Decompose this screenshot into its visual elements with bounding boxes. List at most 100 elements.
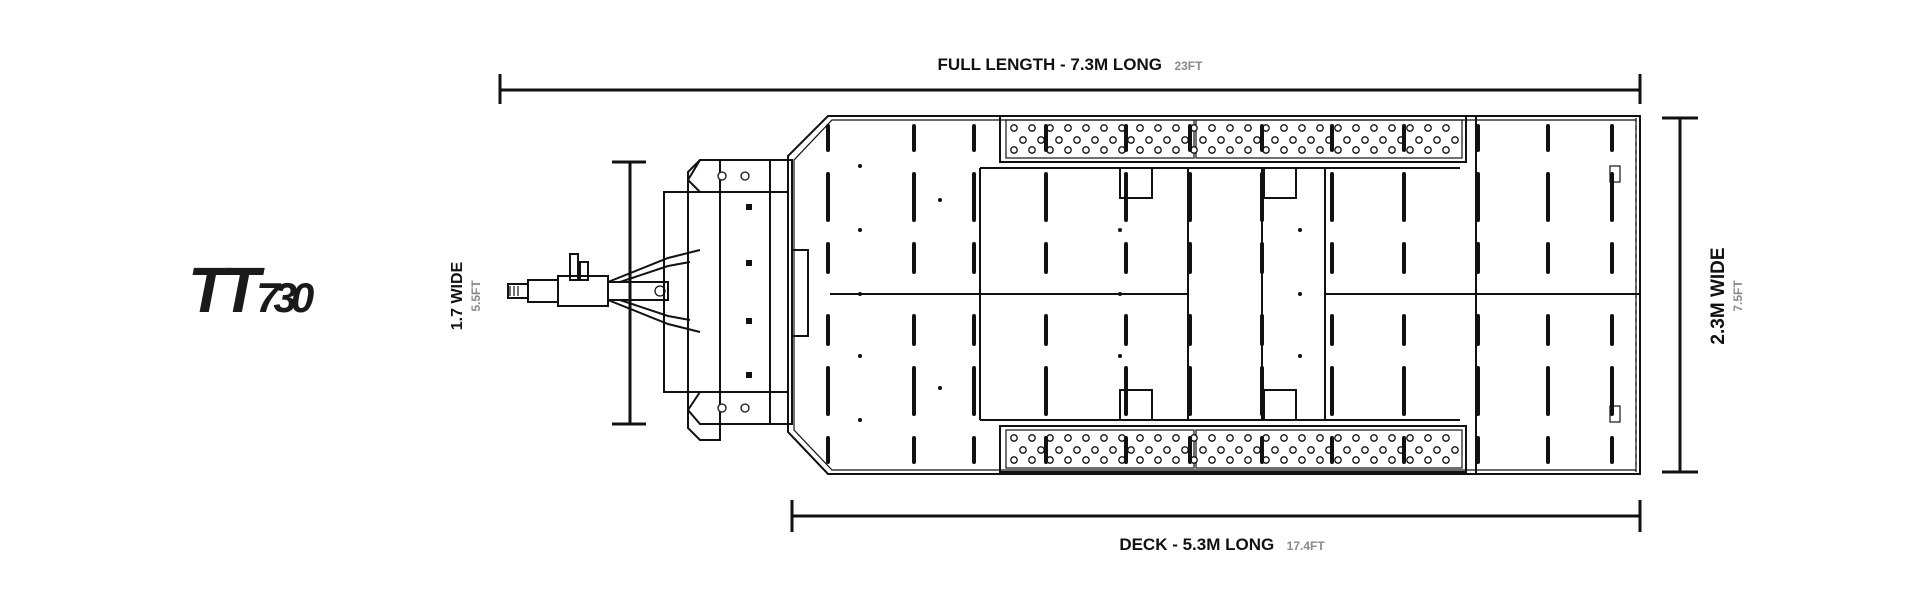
ramp-hole	[1361, 446, 1369, 454]
ramp-hole	[1028, 146, 1036, 154]
ramp-hole	[1316, 124, 1324, 132]
ramp-hole	[1109, 136, 1117, 144]
lower-ramp	[999, 425, 1467, 473]
deck-rivet	[1298, 354, 1302, 358]
ramp-hole	[1379, 446, 1387, 454]
deck-length-dimension: DECK - 5.3M LONG 17.4FT	[790, 500, 1642, 554]
ramp-hole	[1208, 456, 1216, 464]
ramp-hole	[1181, 446, 1189, 454]
ramp-hole	[1208, 124, 1216, 132]
svg-text:7.5FT: 7.5FT	[1731, 280, 1745, 312]
deck-rivet	[858, 228, 862, 232]
svg-text:2.3M WIDE: 2.3M WIDE	[1708, 247, 1729, 344]
ramp-hole	[1136, 146, 1144, 154]
ramp-hole	[1235, 136, 1243, 144]
ramp-hole	[1451, 446, 1459, 454]
ramp-hole	[1172, 124, 1180, 132]
svg-text:FULL LENGTH - 7.3M LONG: FULL LENGTH - 7.3M LONG 23FT	[938, 55, 1204, 74]
drawbar-width-label: 1.7 WIDE	[449, 261, 466, 330]
ramp-hole	[1334, 434, 1342, 442]
ramp-hole	[1442, 146, 1450, 154]
ramp-hole	[1082, 124, 1090, 132]
ramp-hole	[1298, 434, 1306, 442]
full-length-sub: 23FT	[1174, 59, 1203, 73]
ramp-hole	[1433, 136, 1441, 144]
ramp-hole	[1154, 456, 1162, 464]
ramp-hole	[1010, 146, 1018, 154]
ramp-hole	[1010, 434, 1018, 442]
ramp-hole	[1082, 456, 1090, 464]
ramp-hole	[1388, 456, 1396, 464]
ramp-hole	[1073, 136, 1081, 144]
ramp-hole	[1217, 446, 1225, 454]
ramp-hole	[1091, 136, 1099, 144]
overall-width-label: 2.3M WIDE	[1708, 247, 1729, 344]
ramp-hole	[1280, 124, 1288, 132]
ramp-hole	[1064, 146, 1072, 154]
ramp-hole	[1244, 124, 1252, 132]
full-length-dimension: FULL LENGTH - 7.3M LONG 23FT	[498, 55, 1642, 104]
model-prefix: TT	[188, 254, 265, 326]
ramp-hole	[1109, 446, 1117, 454]
ramp-hole	[1424, 434, 1432, 442]
ramp-hole	[1163, 446, 1171, 454]
ramp-hole	[1298, 146, 1306, 154]
ramp-hole	[1298, 456, 1306, 464]
ramp-hole	[1334, 124, 1342, 132]
ramp-hole	[1415, 136, 1423, 144]
ramp-hole	[1406, 434, 1414, 442]
deck-rivet	[938, 386, 942, 390]
ramp-hole	[1145, 136, 1153, 144]
ramp-hole	[1406, 124, 1414, 132]
ramp-hole	[1010, 124, 1018, 132]
ramp-hole	[1388, 124, 1396, 132]
ramp-hole	[1217, 136, 1225, 144]
ramp-hole	[1334, 456, 1342, 464]
ramp-hole	[1100, 456, 1108, 464]
ramp-hole	[1271, 136, 1279, 144]
deck-rivet	[1118, 228, 1122, 232]
ramp-hole	[1136, 456, 1144, 464]
ramp-hole	[1208, 146, 1216, 154]
deck-rivet	[938, 198, 942, 202]
ramp-hole	[1280, 456, 1288, 464]
ramp-hole	[1352, 434, 1360, 442]
ramp-hole	[1163, 136, 1171, 144]
ramp-hole	[1343, 446, 1351, 454]
ramp-hole	[1019, 136, 1027, 144]
ramp-hole	[1073, 446, 1081, 454]
ramp-hole	[1172, 456, 1180, 464]
ramp-hole	[1370, 146, 1378, 154]
svg-text:5.5FT: 5.5FT	[469, 280, 483, 312]
deck-rivet	[858, 292, 862, 296]
ramp-hole	[1091, 446, 1099, 454]
ramp-hole	[1136, 434, 1144, 442]
ramp-hole	[1028, 434, 1036, 442]
svg-text:TT730: TT730	[188, 254, 314, 326]
ramp-hole	[1280, 146, 1288, 154]
ramp-hole	[1361, 136, 1369, 144]
ramp-hole	[1352, 146, 1360, 154]
ramp-hole	[1253, 136, 1261, 144]
ramp-hole	[1181, 136, 1189, 144]
ramp-hole	[1235, 446, 1243, 454]
ramp-hole	[1442, 434, 1450, 442]
ramp-hole	[1388, 434, 1396, 442]
ramp-hole	[1307, 446, 1315, 454]
drawbar-width-dimension: 1.7 WIDE 5.5FT	[449, 160, 646, 426]
ramp-hole	[1127, 446, 1135, 454]
ramp-hole	[1064, 124, 1072, 132]
deck-length-sub: 17.4FT	[1287, 539, 1326, 553]
ramp-hole	[1019, 446, 1027, 454]
ramp-hole	[1289, 136, 1297, 144]
ramp-hole	[1028, 124, 1036, 132]
ramp-hole	[1424, 146, 1432, 154]
deck-rivet	[858, 418, 862, 422]
ramp-hole	[1172, 434, 1180, 442]
deck-rivets	[858, 164, 1302, 422]
ramp-hole	[1100, 434, 1108, 442]
ramp-hole	[1037, 446, 1045, 454]
deck-rivet	[1298, 228, 1302, 232]
ramp-hole	[1244, 146, 1252, 154]
ramp-hole	[1316, 434, 1324, 442]
